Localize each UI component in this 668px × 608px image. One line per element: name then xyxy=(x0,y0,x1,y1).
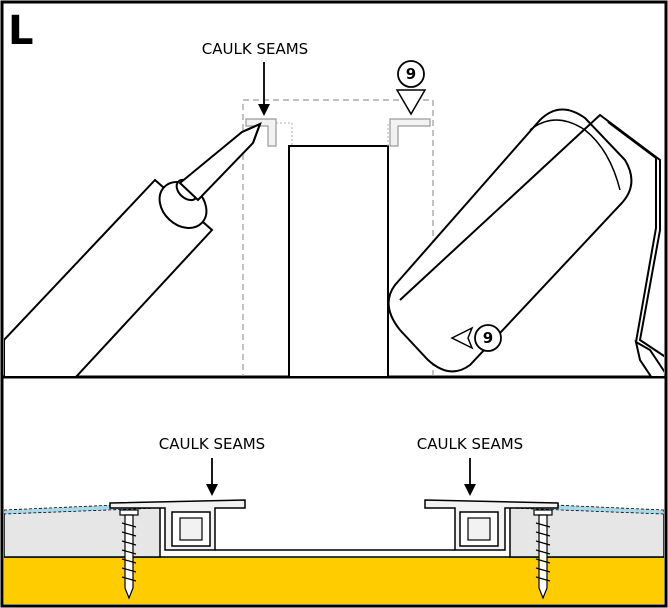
callout-number-roller: 9 xyxy=(483,329,493,347)
bottom-left-caulk-arrowhead xyxy=(206,484,218,496)
transition-track-icon-right xyxy=(459,511,499,547)
screw-icon xyxy=(119,509,139,600)
bottom-left-caulk-label: CAULK SEAMS xyxy=(159,435,265,453)
door-jamb xyxy=(288,145,389,376)
trim-profile-right xyxy=(387,118,431,147)
callout-circle-top xyxy=(397,60,425,88)
subfloor xyxy=(4,557,664,604)
callout-arrow-top xyxy=(395,89,427,116)
callout-circle-roller xyxy=(474,324,502,352)
callout-number-top: 9 xyxy=(406,65,416,83)
trim-profile-left xyxy=(245,118,293,147)
top-caulk-label: CAULK SEAMS xyxy=(202,40,308,58)
top-illustration: 9 9 CAULK SEAMS xyxy=(4,40,664,376)
paint-roller-icon xyxy=(387,108,664,376)
transition-track-icon xyxy=(171,511,211,547)
callout-arrow-roller xyxy=(450,326,474,350)
step-letter: L xyxy=(8,8,34,54)
caulk-gun-icon xyxy=(4,122,262,376)
bottom-right-caulk-arrowhead xyxy=(464,484,476,496)
bottom-right-caulk-label: CAULK SEAMS xyxy=(417,435,523,453)
bottom-illustration: CAULK SEAMS CAULK SEAMS xyxy=(4,435,664,604)
flooring-right xyxy=(509,506,664,558)
screw-icon-right xyxy=(533,509,553,600)
top-caulk-arrowhead xyxy=(258,104,270,116)
